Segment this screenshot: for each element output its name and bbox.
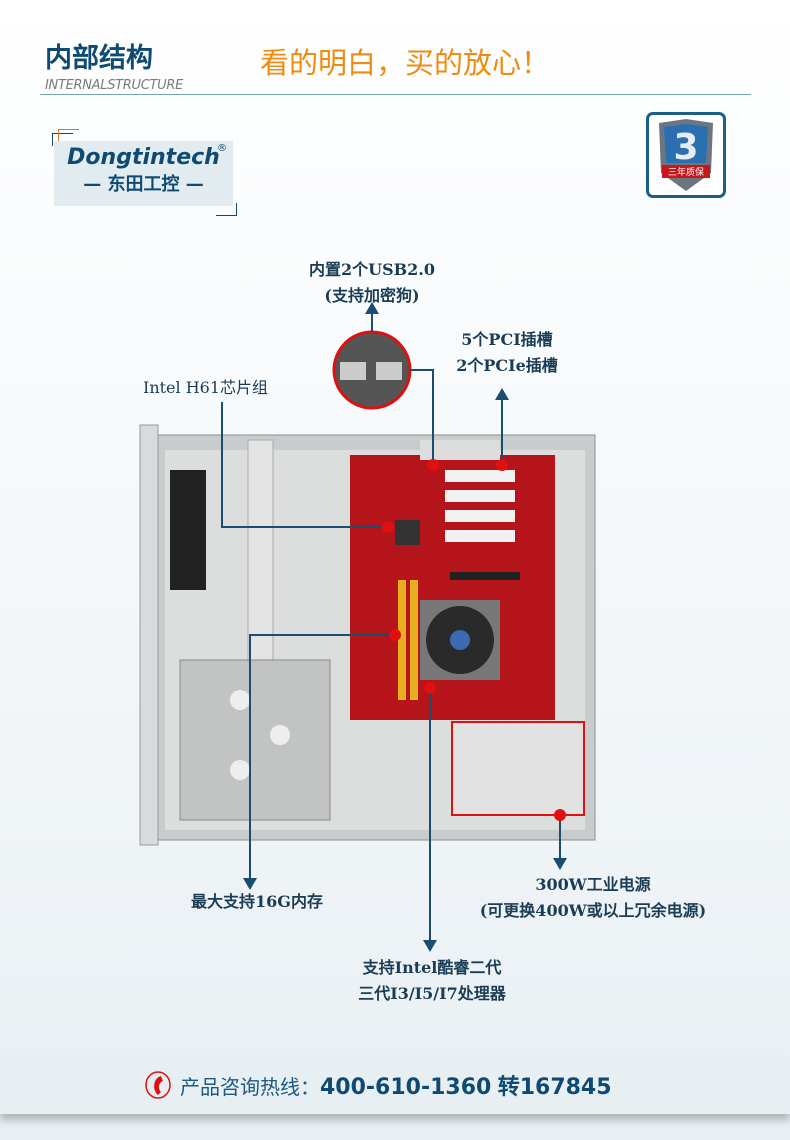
- logo-corner: [58, 129, 79, 142]
- callout-pci-line2: 2个PCIe插槽: [456, 356, 558, 375]
- callout-psu-line1: 300W工业电源: [535, 875, 651, 894]
- callout-psu: 300W工业电源 (可更换400W或以上冗余电源): [433, 872, 753, 924]
- callout-usb-line1: 内置2个USB2.0: [308, 260, 435, 279]
- warranty-badge: 3 三年质保: [646, 112, 726, 198]
- logo-corner: [216, 203, 237, 216]
- logo-corner: [52, 133, 73, 146]
- callout-pci-line1: 5个PCI插槽: [461, 330, 553, 349]
- contact-phone[interactable]: 400-610-1360: [320, 1075, 492, 1100]
- power-supply: [451, 721, 585, 816]
- phone-icon: [145, 1071, 171, 1099]
- divider: [40, 94, 751, 95]
- section-title: 内部结构: [45, 43, 153, 74]
- brand-logo: ® Dongtintech — 东田工控 —: [54, 141, 233, 206]
- marker-dots: [382, 459, 566, 821]
- registered-mark: ®: [217, 143, 227, 154]
- badge-text: 三年质保: [668, 166, 704, 178]
- callout-cpu-line2: 三代I3/I5/I7处理器: [358, 984, 506, 1003]
- callout-memory: 最大支持16G内存: [191, 892, 323, 911]
- section-subtitle: INTERNALSTRUCTURE: [45, 78, 184, 93]
- contact-bar: 产品咨询热线：400-610-1360 转167845: [0, 1058, 790, 1114]
- drive-cage: [179, 659, 331, 821]
- slogan: 看的明白，买的放心！: [260, 46, 551, 80]
- fan: [170, 470, 206, 590]
- callout-psu-line2: (可更换400W或以上冗余电源): [479, 901, 707, 920]
- callout-pci: 5个PCI插槽 2个PCIe插槽: [417, 327, 597, 379]
- callout-usb-line2: (支持加密狗): [324, 286, 420, 305]
- contact-text: 产品咨询热线：400-610-1360 转167845: [180, 1069, 612, 1101]
- callout-cpu-line1: 支持Intel酷睿二代: [362, 958, 502, 977]
- callout-usb: 内置2个USB2.0 (支持加密狗): [272, 257, 472, 309]
- callout-cpu: 支持Intel酷睿二代 三代I3/I5/I7处理器: [312, 955, 552, 1007]
- logo-text-cn: — 东田工控 —: [83, 174, 204, 195]
- shield-icon: 3 三年质保: [659, 119, 713, 191]
- badge-digit: 3: [673, 127, 698, 168]
- callout-chipset: Intel H61芯片组: [143, 378, 269, 397]
- logo-text-en: Dongtintech: [67, 145, 220, 170]
- contact-extension: 转167845: [497, 1075, 612, 1100]
- contact-label: 产品咨询热线：: [180, 1075, 320, 1099]
